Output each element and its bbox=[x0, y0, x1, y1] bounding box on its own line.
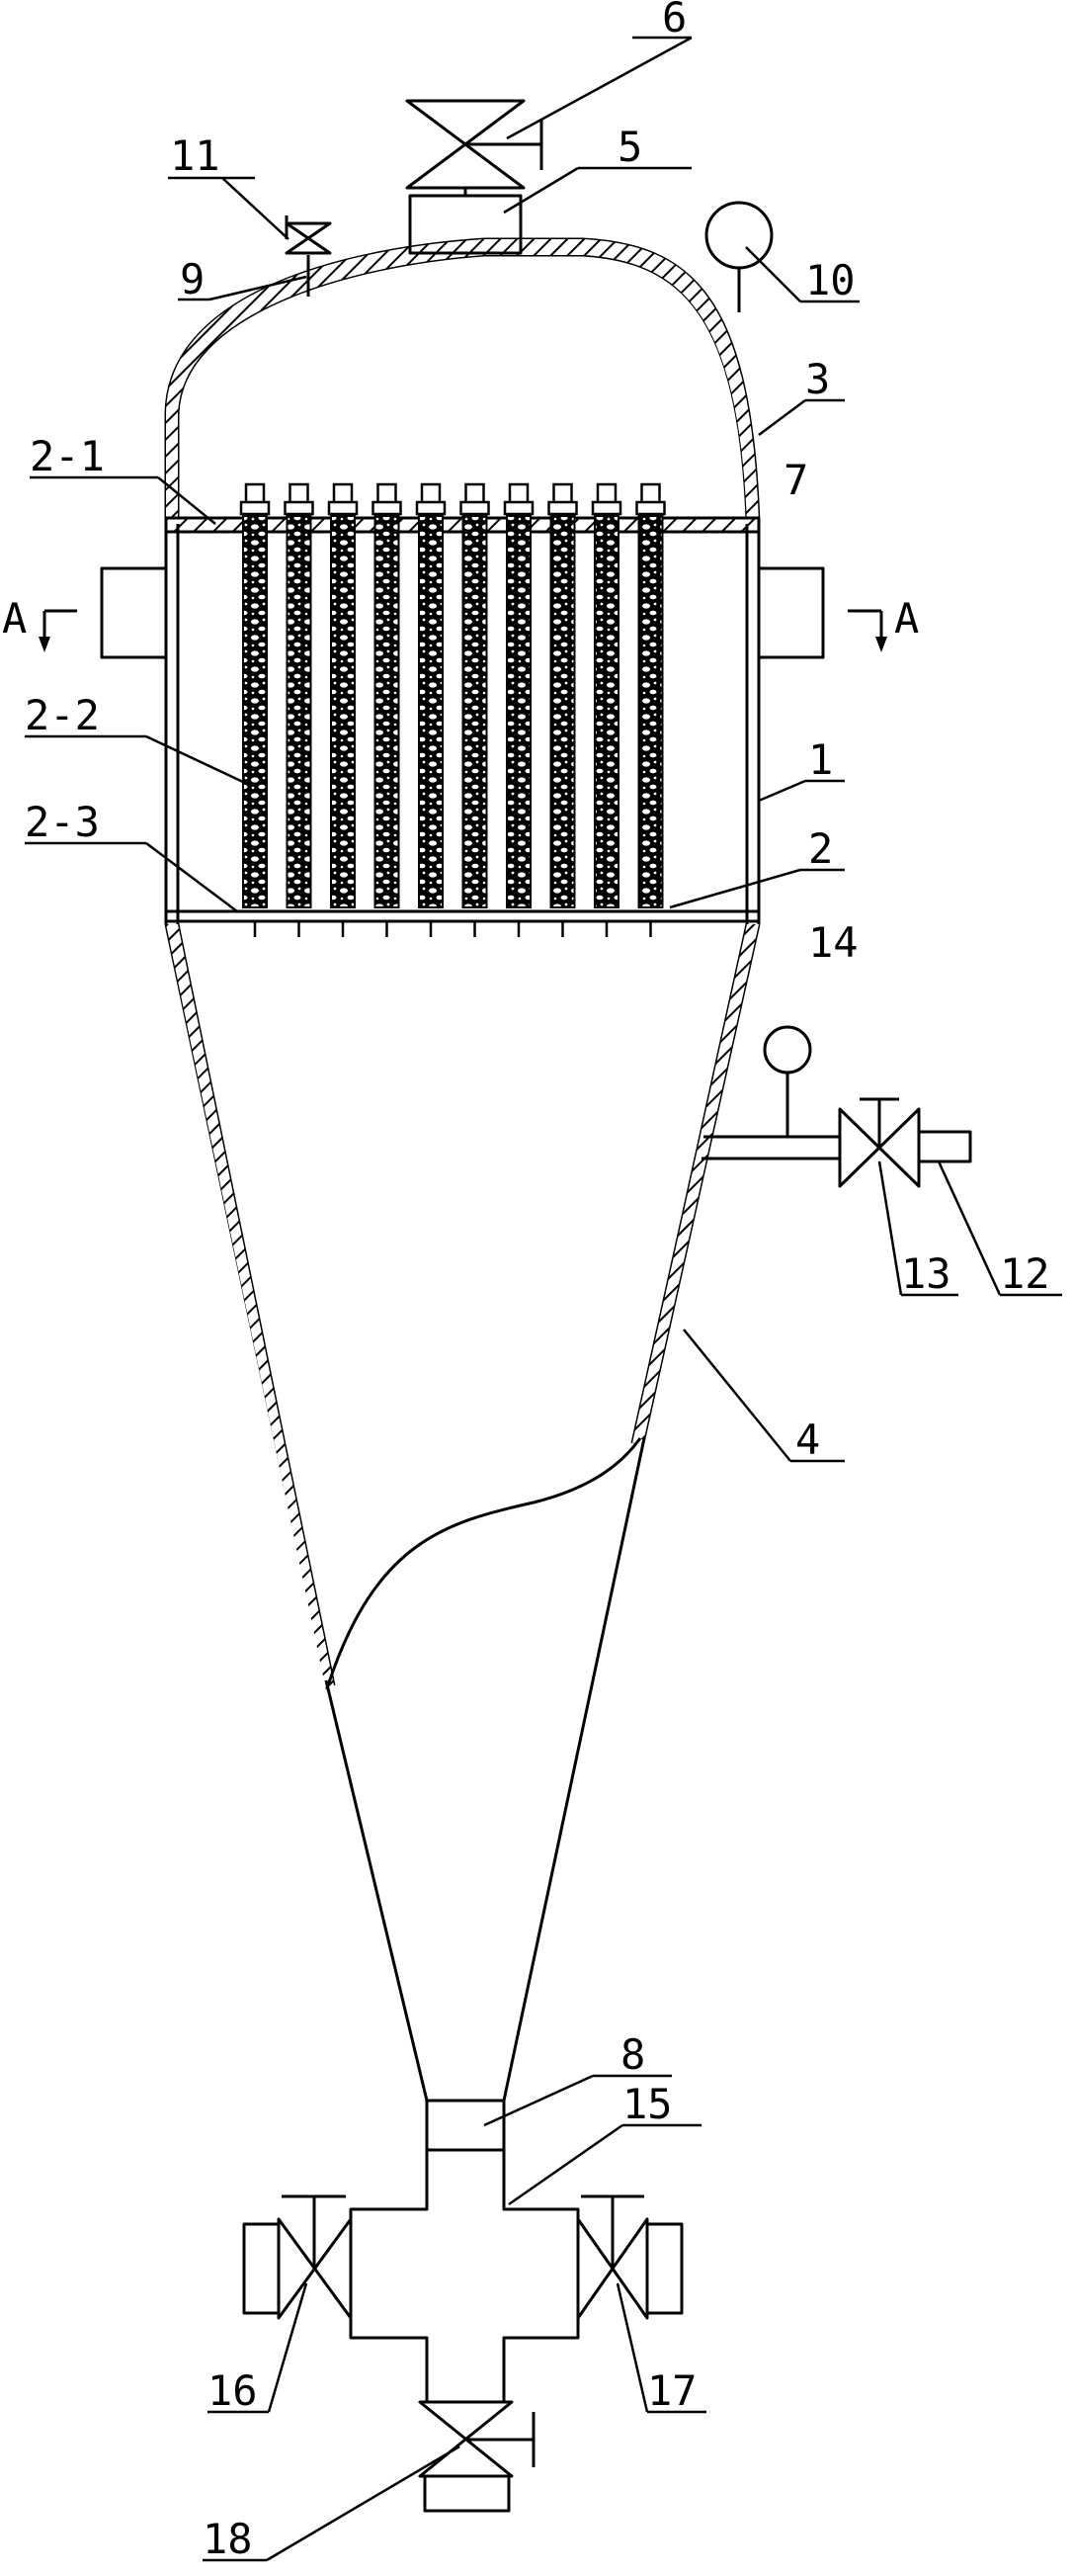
cone-inner-wall bbox=[176, 923, 749, 1686]
filter-tube bbox=[242, 515, 268, 908]
filter-tube bbox=[286, 515, 312, 908]
dome-hatch bbox=[166, 239, 759, 524]
leader-17 bbox=[616, 2282, 649, 2413]
left-side-port bbox=[100, 566, 168, 659]
tube-rim bbox=[547, 500, 578, 516]
label-2-2: 2-2 bbox=[25, 691, 100, 739]
label-5: 5 bbox=[618, 123, 642, 171]
label-14: 14 bbox=[808, 918, 859, 967]
pressure-gauge-14 bbox=[763, 1025, 812, 1074]
valve-18-outlet bbox=[423, 2474, 511, 2513]
valve-16-flange bbox=[242, 2222, 281, 2315]
leader-15 bbox=[508, 2123, 623, 2206]
section-a-right-arrow bbox=[875, 637, 887, 652]
label-7: 7 bbox=[784, 456, 808, 504]
tube-rim bbox=[327, 500, 359, 516]
filter-tube bbox=[594, 515, 619, 908]
pressure-gauge-10 bbox=[704, 201, 774, 270]
tube-rim bbox=[635, 500, 666, 516]
filter-tube bbox=[549, 515, 576, 908]
leader-8 bbox=[483, 2074, 594, 2127]
cone-hatch-left bbox=[166, 924, 334, 1690]
valve-6 bbox=[405, 99, 526, 190]
filter-tube-bundle-2-2 bbox=[239, 482, 666, 937]
label-1: 1 bbox=[808, 735, 833, 784]
leader-2-3 bbox=[145, 842, 238, 912]
valve-13 bbox=[838, 1107, 921, 1188]
label-9: 9 bbox=[180, 255, 205, 303]
filter-tube bbox=[418, 515, 444, 908]
cone-hatch-right bbox=[632, 924, 759, 1443]
tube-rim bbox=[503, 500, 535, 516]
bottom-outlet-8 bbox=[425, 2099, 506, 2152]
label-8: 8 bbox=[620, 2030, 645, 2079]
section-a-left-arrow bbox=[39, 637, 50, 652]
label-a-right: A bbox=[894, 594, 919, 643]
filter-tube bbox=[506, 515, 532, 908]
leader-6 bbox=[506, 36, 693, 140]
leader-2-1 bbox=[157, 476, 216, 525]
leader-2 bbox=[669, 868, 801, 909]
leader-12 bbox=[937, 1160, 1002, 1296]
label-12: 12 bbox=[1000, 1249, 1050, 1298]
filter-tube bbox=[461, 515, 488, 908]
tube-rim bbox=[459, 500, 490, 516]
label-13: 13 bbox=[901, 1249, 951, 1298]
leader-1 bbox=[758, 779, 806, 803]
label-16: 16 bbox=[207, 2366, 258, 2415]
label-4: 4 bbox=[795, 1416, 820, 1464]
valve-17-flange bbox=[645, 2222, 684, 2315]
right-side-port-7 bbox=[757, 566, 825, 659]
filter-tube bbox=[637, 515, 664, 908]
tube-rim bbox=[415, 500, 447, 516]
leader-9 bbox=[208, 275, 307, 301]
label-2: 2 bbox=[808, 824, 833, 873]
label-10: 10 bbox=[805, 256, 856, 304]
pipe-12 bbox=[917, 1130, 972, 1163]
vent-valve-11 bbox=[285, 221, 332, 255]
tube-rim bbox=[371, 500, 402, 516]
tube-rim bbox=[239, 500, 271, 516]
leader-13 bbox=[877, 1160, 903, 1296]
leader-10 bbox=[745, 246, 801, 302]
cone-lower-left bbox=[324, 1679, 429, 2102]
label-17: 17 bbox=[647, 2366, 698, 2415]
label-6: 6 bbox=[662, 0, 687, 42]
leader-5 bbox=[503, 166, 579, 215]
leader-4 bbox=[683, 1329, 791, 1462]
tube-rim bbox=[284, 500, 314, 516]
label-15: 15 bbox=[622, 2080, 673, 2128]
label-11: 11 bbox=[170, 131, 220, 180]
leader-3 bbox=[758, 398, 806, 437]
valve-17 bbox=[576, 2217, 649, 2320]
leader-11 bbox=[221, 177, 289, 240]
label-18: 18 bbox=[203, 2515, 253, 2563]
break-line bbox=[326, 1437, 642, 1686]
label-3: 3 bbox=[805, 355, 830, 403]
tube-rim bbox=[591, 500, 622, 516]
label-2-3: 2-3 bbox=[25, 798, 100, 846]
label-2-1: 2-1 bbox=[30, 432, 105, 480]
valve-18 bbox=[418, 2400, 514, 2478]
leader-18 bbox=[266, 2445, 460, 2562]
label-a-left: A bbox=[2, 594, 27, 643]
cone-outer-wall bbox=[164, 923, 761, 2102]
filter-tube bbox=[330, 515, 356, 908]
filter-tube bbox=[373, 515, 400, 908]
cross-fitting-15 bbox=[349, 2150, 580, 2404]
leader-16 bbox=[267, 2282, 308, 2413]
